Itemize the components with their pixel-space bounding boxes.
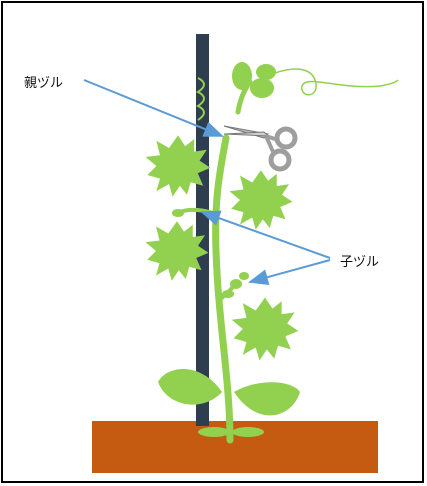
base-sprout-right <box>232 427 264 437</box>
cotyledon-right <box>234 382 300 415</box>
shoot-leaf-top <box>256 64 276 80</box>
scissors-icon <box>224 126 295 169</box>
child-vine-lower-bud-c <box>222 290 234 298</box>
shoot-leaf-left <box>232 62 252 90</box>
leaf-upper-right <box>230 170 293 230</box>
child-vine-label: 子ヅル <box>340 251 379 270</box>
child-vine-upper-bud <box>172 209 184 217</box>
cotyledon-left <box>158 369 222 405</box>
child-vine-lower-bud-a <box>230 279 242 289</box>
parent-vine-label: 親ヅル <box>24 72 63 91</box>
shoot-leaf-right <box>250 78 274 98</box>
child-vine-lower-bud-b <box>239 272 249 280</box>
base-sprout-left <box>198 427 230 437</box>
child-vine-arrow-lower <box>250 260 330 282</box>
shoot-tendril <box>272 69 398 95</box>
soil-block <box>92 421 378 473</box>
leaf-lower-right <box>232 298 299 361</box>
